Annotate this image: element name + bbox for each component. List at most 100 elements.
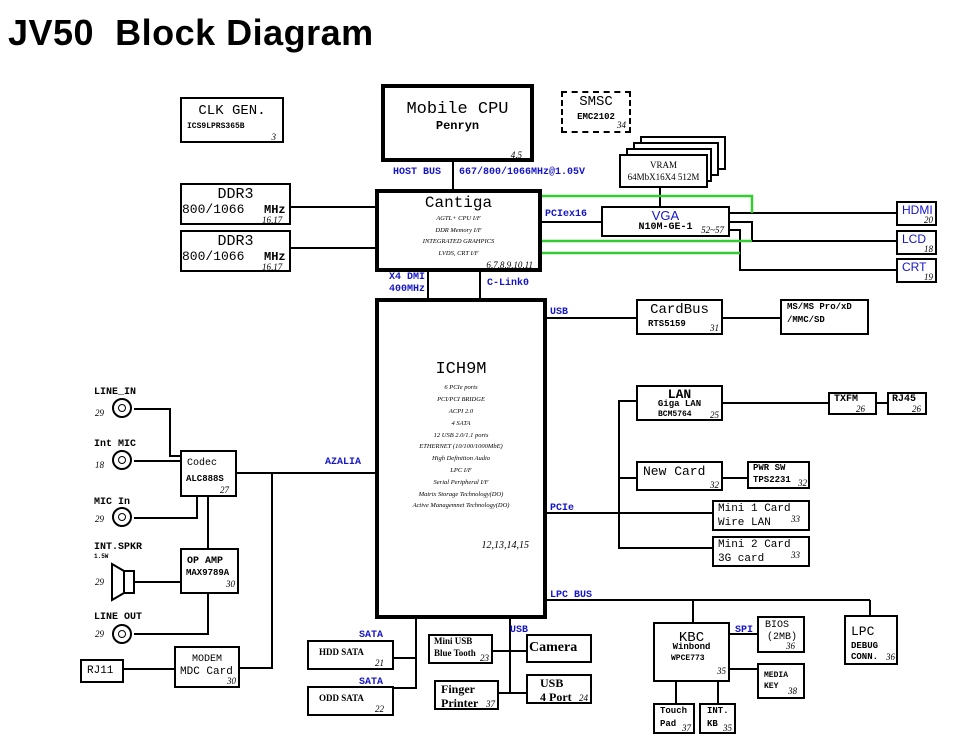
blocks-bios-line1-label: BIOS: [765, 620, 790, 631]
blocks-cardbus-part-label: RTS5159: [648, 319, 686, 329]
blocks-modem-name-label: MODEM: [191, 654, 222, 665]
audio-jacks-1-name-label: Int MIC: [94, 439, 137, 450]
blocks-vram-part-label: 64MbX16X4 512M: [627, 172, 700, 182]
cantiga-block: Cantiga AGTL+ CPU I/F DDR Memory I/F INT…: [375, 189, 542, 272]
blocks-codec-name-label: Codec: [187, 458, 218, 469]
bluetooth-block: Mini USB Blue Tooth 23: [428, 634, 493, 664]
audio-jacks-2-name-label: MIC In: [94, 497, 131, 508]
blocks-ddr3-a-page-label: 16,17: [262, 215, 283, 225]
green-hdmi-link: [541, 194, 754, 213]
audio-jacks-0-page-label: 29: [95, 408, 104, 418]
blocks-codec-part-label: ALC888S: [186, 474, 224, 484]
buses-host-bus-label: HOST BUS: [393, 167, 442, 178]
buses-lpc-bus-label: LPC BUS: [550, 590, 593, 601]
blocks-bt-line1-label: Mini USB: [434, 636, 473, 646]
blocks-vga-name-label: VGA: [651, 208, 680, 223]
buses-host-freq-label: 667/800/1066MHz@1.05V: [459, 167, 586, 178]
blocks-cantiga-features-3-label: LVDS, CRT I/F: [438, 250, 479, 257]
blocks-ddr3-a-name-label: DDR3: [217, 186, 254, 203]
buses-dmi-freq-label: 400MHz: [389, 284, 426, 295]
blocks-hdd-name-label: HDD SATA: [319, 647, 364, 657]
speaker-page-label: 29: [95, 577, 104, 587]
rj45-block: RJ45 26: [887, 392, 927, 415]
clk-gen-block: CLK GEN. ICS9LPRS365B 3: [180, 97, 284, 143]
usb-4port-block: USB 4 Port 24: [526, 674, 592, 704]
codec-block: Codec ALC888S 27: [180, 450, 237, 497]
blocks-vram-name-label: VRAM: [649, 160, 677, 170]
buses-usb-bottom-label: USB: [510, 625, 529, 636]
blocks-lpc-debug-line1-label: DEBUG: [851, 641, 879, 651]
hdmi-block: HDMI 20: [896, 201, 937, 226]
blocks-cantiga-name-label: Cantiga: [424, 194, 493, 212]
blocks-odd-name-label: ODD SATA: [319, 693, 364, 703]
blocks-touchpad-page-label: 37: [682, 723, 691, 733]
blocks-pwr-sw-name-label: PWR SW: [753, 463, 786, 473]
blocks-ich9m-features-4-label: 12 USB 2.0/1.1 ports: [433, 432, 489, 439]
blocks-mini1-line2-label: Wire LAN: [718, 517, 771, 529]
blocks-cantiga-features-1-label: DDR Memory I/F: [435, 227, 482, 234]
mini1-card-block: Mini 1 Card Wire LAN 33: [712, 500, 810, 531]
blocks-kbc-name-label: KBC: [678, 630, 705, 646]
speaker-name-label: INT.SPKR: [94, 542, 143, 553]
blocks-bios-line2-label: (2MB): [767, 632, 798, 643]
blocks-rj45-page-label: 26: [912, 404, 921, 414]
blocks-finger-line1-label: Finger: [441, 682, 475, 696]
modem-wire: [238, 473, 273, 669]
blocks-int-kb-line2-label: KB: [707, 719, 718, 729]
vga-lcd-wire: [730, 221, 897, 242]
line-out-jack-icon: [112, 624, 132, 644]
buses-spi-label: SPI: [735, 625, 754, 636]
buses-sata2-label: SATA: [359, 677, 384, 688]
blocks-lan-name-label: LAN: [667, 387, 692, 402]
blocks-new-card-name-label: New Card: [643, 464, 706, 479]
ddr3-a-block: DDR3 800/1066 MHz 16,17: [180, 183, 291, 225]
vga-crt-wire: [730, 229, 897, 271]
blocks-ddr3-a-unit-label: MHz: [264, 203, 286, 217]
cardbus-block: CardBus RTS5159 31: [636, 299, 723, 335]
blocks-mini2-page-label: 33: [791, 550, 800, 560]
blocks-ddr3-b-speed-label: 800/1066: [182, 249, 245, 264]
ich9m-block: ICH9M 6 PCIe ports PCI/PCI BRIDGE ACPI 2…: [375, 298, 547, 619]
blocks-camera-name-label: Camera: [529, 640, 578, 655]
blocks-ich9m-page-label: 12,13,14,15: [481, 540, 530, 551]
blocks-lpc-debug-name-label: LPC: [851, 624, 875, 639]
blocks-finger-page-label: 37: [486, 699, 495, 709]
blocks-media-key-page-label: 38: [788, 686, 797, 696]
pcie-branch-wire: [618, 400, 713, 549]
blocks-usb4-page-label: 24: [579, 693, 588, 703]
blocks-codec-page-label: 27: [220, 485, 229, 495]
smsc-block: SMSC EMC2102 34: [561, 91, 631, 133]
speaker-power-label: 1.5W: [94, 553, 109, 560]
buses-dmi-label: X4 DMI: [389, 272, 426, 283]
mini2-card-block: Mini 2 Card 3G card 33: [712, 536, 810, 567]
blocks-lan-page-label: 25: [710, 410, 719, 420]
blocks-media-key-line2-label: KEY: [764, 682, 779, 691]
lan-block: LAN Giga LAN BCM5764 25: [636, 385, 723, 421]
blocks-usb4-line1-label: USB: [540, 676, 564, 690]
vga-block: VGA N10M-GE-1 52~57: [601, 206, 730, 237]
blocks-clk-gen-name-label: CLK GEN.: [198, 103, 266, 119]
blocks-kbc-sub-label: Winbond: [672, 642, 711, 652]
blocks-lcd-name-label: LCD: [902, 232, 927, 246]
micin-wire: [134, 496, 198, 519]
blocks-cardbus-page-label: 31: [710, 323, 719, 333]
blocks-mini1-page-label: 33: [791, 514, 800, 524]
buses-azalia-label: AZALIA: [325, 457, 362, 468]
blocks-lpc-debug-page-label: 36: [886, 652, 895, 662]
audio-jacks-0-name-label: LINE_IN: [94, 387, 137, 398]
lpc-debug-block: LPC DEBUG CONN. 36: [844, 615, 898, 665]
blocks-op-amp-part-label: MAX9789A: [186, 568, 230, 578]
blocks-ddr3-a-speed-label: 800/1066: [182, 202, 245, 217]
blocks-ich9m-name-label: ICH9M: [435, 360, 487, 379]
finger-printer-block: Finger Printer 37: [434, 680, 499, 710]
blocks-ich9m-features-0-label: 6 PCIe ports: [444, 384, 478, 391]
blocks-ich9m-features-1-label: PCI/PCI BRIDGE: [437, 396, 485, 403]
blocks-modem-part-label: MDC Card: [180, 666, 233, 678]
media-key-block: MEDIA KEY 38: [757, 663, 805, 699]
mic-in-jack-icon: [112, 507, 132, 527]
speaker-icon: [111, 562, 135, 602]
audio-jacks-1-page-label: 18: [95, 460, 104, 470]
blocks-card-reader-line2-label: /MMC/SD: [787, 315, 825, 325]
display-green-links: [541, 194, 754, 255]
blocks-new-card-page-label: 32: [710, 480, 719, 490]
